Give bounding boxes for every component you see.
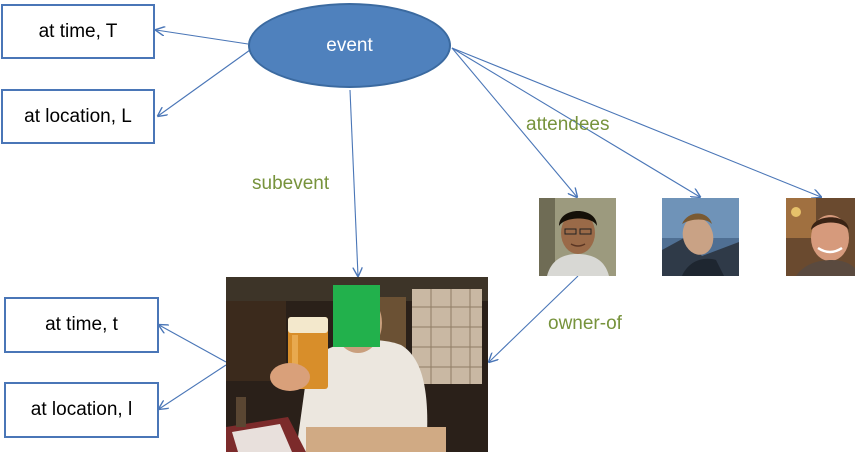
attendee-photo-3 xyxy=(786,198,855,276)
beer-photo-icon xyxy=(226,277,488,452)
arrow-event-to-subevent xyxy=(349,89,358,276)
bottom-time-box: at time, t xyxy=(4,297,159,353)
arrow-event-to-location xyxy=(158,49,251,116)
top-time-box: at time, T xyxy=(1,4,155,59)
bottom-location-label: at location, l xyxy=(30,399,133,420)
attendees-edge-label: attendees xyxy=(526,114,610,135)
arrow-event-to-attendee-1 xyxy=(451,47,577,197)
owner-of-edge-label: owner-of xyxy=(548,313,622,334)
person-photo-icon xyxy=(539,198,616,276)
top-location-box: at location, L xyxy=(1,89,155,144)
top-time-label: at time, T xyxy=(38,20,118,42)
bottom-time-label: at time, t xyxy=(45,314,118,335)
arrow-event-to-time xyxy=(156,30,249,45)
subevent-edge-label: subevent xyxy=(252,173,330,194)
subevent-photo xyxy=(226,277,488,452)
person-photo-icon xyxy=(662,198,739,276)
arrow-photo-to-time xyxy=(159,325,227,363)
arrow-photo-to-location xyxy=(159,364,227,409)
arrow-event-to-attendee-3 xyxy=(451,47,821,197)
arrow-event-to-attendee-2 xyxy=(451,47,700,197)
top-location-label: at location, L xyxy=(24,105,132,127)
bottom-location-box: at location, l xyxy=(4,382,159,438)
event-label: event xyxy=(326,34,373,56)
person-photo-icon xyxy=(786,198,855,276)
attendee-photo-1 xyxy=(539,198,616,276)
arrow-owner-of xyxy=(489,275,579,362)
event-node: event xyxy=(248,3,451,88)
attendee-photo-2 xyxy=(662,198,739,276)
